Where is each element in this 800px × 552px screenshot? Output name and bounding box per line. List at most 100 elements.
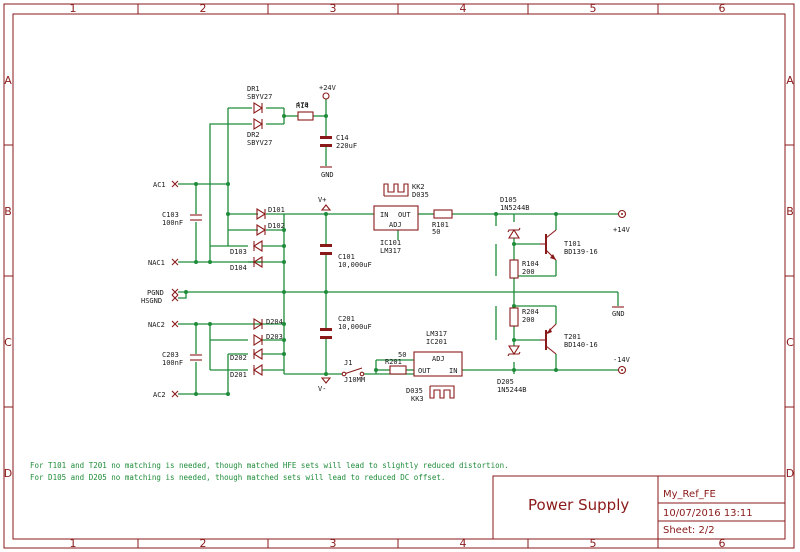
input-nac1: NAC1 [148,258,179,267]
r14-ref: R14 [296,102,309,110]
gnd-label-top: GND [321,171,334,179]
r14-value: 470 [296,101,309,109]
kk2-ref: KK2 [412,183,425,191]
diode-d104: D104 [230,256,263,272]
kk3-value: D035 [406,387,423,395]
row-label-left-d: D [4,467,12,480]
vplus-label: V+ [318,196,326,204]
v24-label: +24V [319,84,337,92]
regulator-ic201: ADJ OUT IN LM317 IC201 [413,330,463,377]
capacitor-c203: C203 100nF [162,351,202,367]
capacitor-c101: C101 10,000uF [320,244,372,269]
r101-value: 50 [432,228,440,236]
kk2-value: D035 [412,191,429,199]
zener-d205: D205 1N5244B [497,345,527,394]
c101-ref: C101 [338,253,355,261]
ac2-label: AC2 [153,391,166,399]
ic101-pin-in: IN [380,211,388,219]
c101-value: 10,000uF [338,261,372,269]
diode-d202: D202 [230,348,263,362]
d202-ref: D202 [230,354,247,362]
col-label-top-4: 4 [460,2,467,15]
d105-value: 1N5244B [500,204,530,212]
input-nac2: NAC2 [148,320,179,329]
diode-dr1: DR1 SBYV27 [247,85,272,114]
diode-dr2: DR2 SBYV27 [247,118,272,147]
col-label-bottom-2: 2 [200,537,207,550]
p14-label: +14V [613,226,631,234]
d103-ref: D103 [230,248,247,256]
d204-ref: D204 [266,318,283,326]
ground-c14: GND [320,166,334,179]
output-minus14v: -14V [613,356,631,375]
diode-d203: D203 [253,333,283,346]
capacitor-c14: C14 220uF [320,134,357,150]
resistor-r201: R201 50 [385,351,407,375]
dr2-ref: DR2 [247,131,260,139]
row-label-left-b: B [4,205,12,218]
row-label-right-a: A [786,74,794,87]
ic101-pin-out: OUT [398,211,411,219]
resistor-r14: R14 470 [296,101,314,121]
transistor-t101: T101 BD139-16 [540,229,598,261]
row-label-right-b: B [786,205,794,218]
r104-value: 200 [522,268,535,276]
supply-24v: +24V [319,84,337,100]
m14-label: -14V [613,356,631,364]
diode-d101: D101 [256,206,285,220]
c103-ref: C103 [162,211,179,219]
c203-value: 100nF [162,359,183,367]
output-plus14v: +14V [613,209,631,234]
title-block-title: Power Supply [528,496,629,514]
heatsink-kk3: D035 KK3 [406,385,455,403]
dr1-ref: DR1 [247,85,260,93]
d205-ref: D205 [497,378,514,386]
c203-ref: C203 [162,351,179,359]
row-label-right-d: D [786,467,794,480]
nac2-label: NAC2 [148,321,165,329]
note-transistors: For T101 and T201 no matching is needed,… [30,461,509,470]
hsgnd-label: HSGND [141,297,162,305]
c201-value: 10,000uF [338,323,372,331]
c14-value: 220uF [336,142,357,150]
diode-d103: D103 [230,240,263,256]
r201-value: 50 [398,351,406,359]
t101-value: BD139-16 [564,248,598,256]
d104-ref: D104 [230,264,247,272]
title-block: Power Supply My_Ref_FE 10/07/2016 13:11 … [492,475,786,540]
col-label-bottom-1: 1 [70,537,77,550]
col-label-top-1: 1 [70,2,77,15]
r101-ref: R101 [432,221,449,229]
jumper-j1: J1 J10MM [341,359,365,384]
r201-ref: R201 [385,358,402,366]
d201-ref: D201 [230,371,247,379]
kk3-ref: KK3 [411,395,424,403]
input-ac2: AC2 [153,390,179,399]
drawing-frame [3,3,795,549]
c103-value: 100nF [162,219,183,227]
dr2-value: SBYV27 [247,139,272,147]
diode-d204: D204 [253,318,283,330]
col-label-top-3: 3 [330,2,337,15]
input-pgnd: PGND [147,288,179,297]
t101-ref: T101 [564,240,581,248]
input-hsgnd: HSGND [141,294,179,305]
j1-ref: J1 [344,359,352,367]
resistor-r101: R101 50 [432,209,453,236]
diode-d102: D102 [256,222,285,236]
ic101-ref: IC101 [380,239,401,247]
title-block-date: 10/07/2016 13:11 [663,508,753,519]
t201-value: BD140-16 [564,341,598,349]
c201-ref: C201 [338,315,355,323]
col-label-bottom-3: 3 [330,537,337,550]
ic201-pin-out: OUT [418,367,431,375]
ic201-value: LM317 [426,330,447,338]
d205-value: 1N5244B [497,386,527,394]
col-label-top-6: 6 [719,2,726,15]
pgnd-label: PGND [147,289,164,297]
c14-ref: C14 [336,134,349,142]
ic101-pin-adj: ADJ [389,221,402,229]
input-ac1: AC1 [153,180,179,189]
gnd-label-out: GND [612,310,625,318]
